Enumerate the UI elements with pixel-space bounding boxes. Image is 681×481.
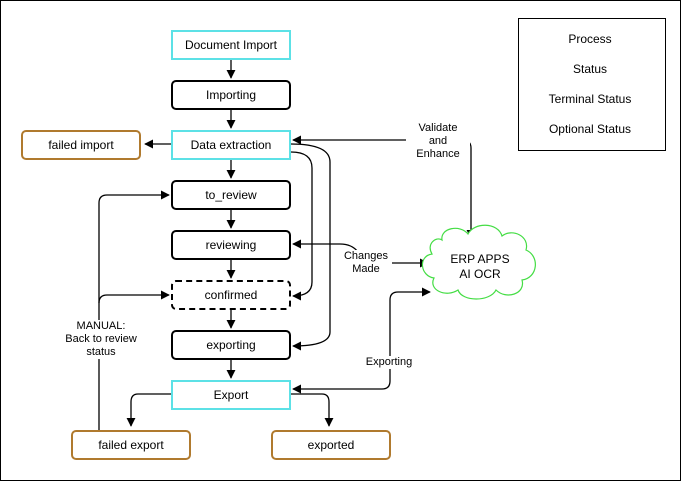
- edge-export-erp: [292, 287, 431, 394]
- erp-line-1: ERP APPS: [450, 252, 510, 266]
- edge-extraction-to-exporting: [290, 143, 331, 351]
- label-manual-line-3: status: [86, 346, 116, 358]
- node-reviewing[interactable]: reviewing: [171, 230, 291, 260]
- label-changes-made: Changes Made: [340, 250, 392, 276]
- legend-process-label: Process: [568, 32, 612, 46]
- label-exporting-line-1: Exporting: [365, 356, 413, 368]
- label-changes-line-2: Made: [352, 263, 380, 275]
- legend-optional-label: Optional Status: [548, 122, 632, 136]
- edge-manual-to-confirmed: [98, 290, 170, 304]
- node-data-extraction[interactable]: Data extraction: [171, 130, 291, 160]
- erp-cloud-shape: [421, 224, 536, 300]
- node-failed-import[interactable]: failed import: [21, 130, 141, 160]
- node-exporting[interactable]: exporting: [171, 330, 291, 360]
- label-manual-back: MANUAL: Back to review status: [58, 320, 144, 359]
- legend-status-label: Status: [572, 62, 608, 76]
- legend-terminal-label: Terminal Status: [548, 92, 632, 106]
- node-failed-export[interactable]: failed export: [71, 430, 191, 460]
- label-manual-line-1: MANUAL:: [76, 320, 126, 332]
- label-validate-enhance: Validate and Enhance: [406, 122, 470, 161]
- erp-apps-label[interactable]: ERP APPS AI OCR: [442, 252, 518, 282]
- edge-export-to-failed: [126, 393, 171, 427]
- node-importing[interactable]: Importing: [171, 80, 291, 110]
- legend: [518, 18, 666, 151]
- node-export[interactable]: Export: [171, 380, 291, 410]
- label-validate-line-2: and: [428, 135, 448, 147]
- node-to-review[interactable]: to_review: [171, 180, 291, 210]
- node-document-import[interactable]: Document Import: [171, 30, 291, 60]
- erp-line-2: AI OCR: [459, 267, 501, 281]
- node-exported[interactable]: exported: [271, 430, 391, 460]
- edge-manual-to-review: [98, 190, 170, 430]
- label-manual-line-2: Back to review: [65, 333, 137, 345]
- edge-export-to-exported: [291, 393, 334, 427]
- label-exporting-edge: Exporting: [360, 356, 418, 369]
- label-validate-line-1: Validate: [418, 122, 458, 134]
- edge-extraction-to-confirmed: [290, 151, 313, 301]
- node-confirmed[interactable]: confirmed: [171, 280, 291, 310]
- label-changes-line-1: Changes: [343, 250, 389, 262]
- label-validate-line-3: Enhance: [416, 148, 460, 160]
